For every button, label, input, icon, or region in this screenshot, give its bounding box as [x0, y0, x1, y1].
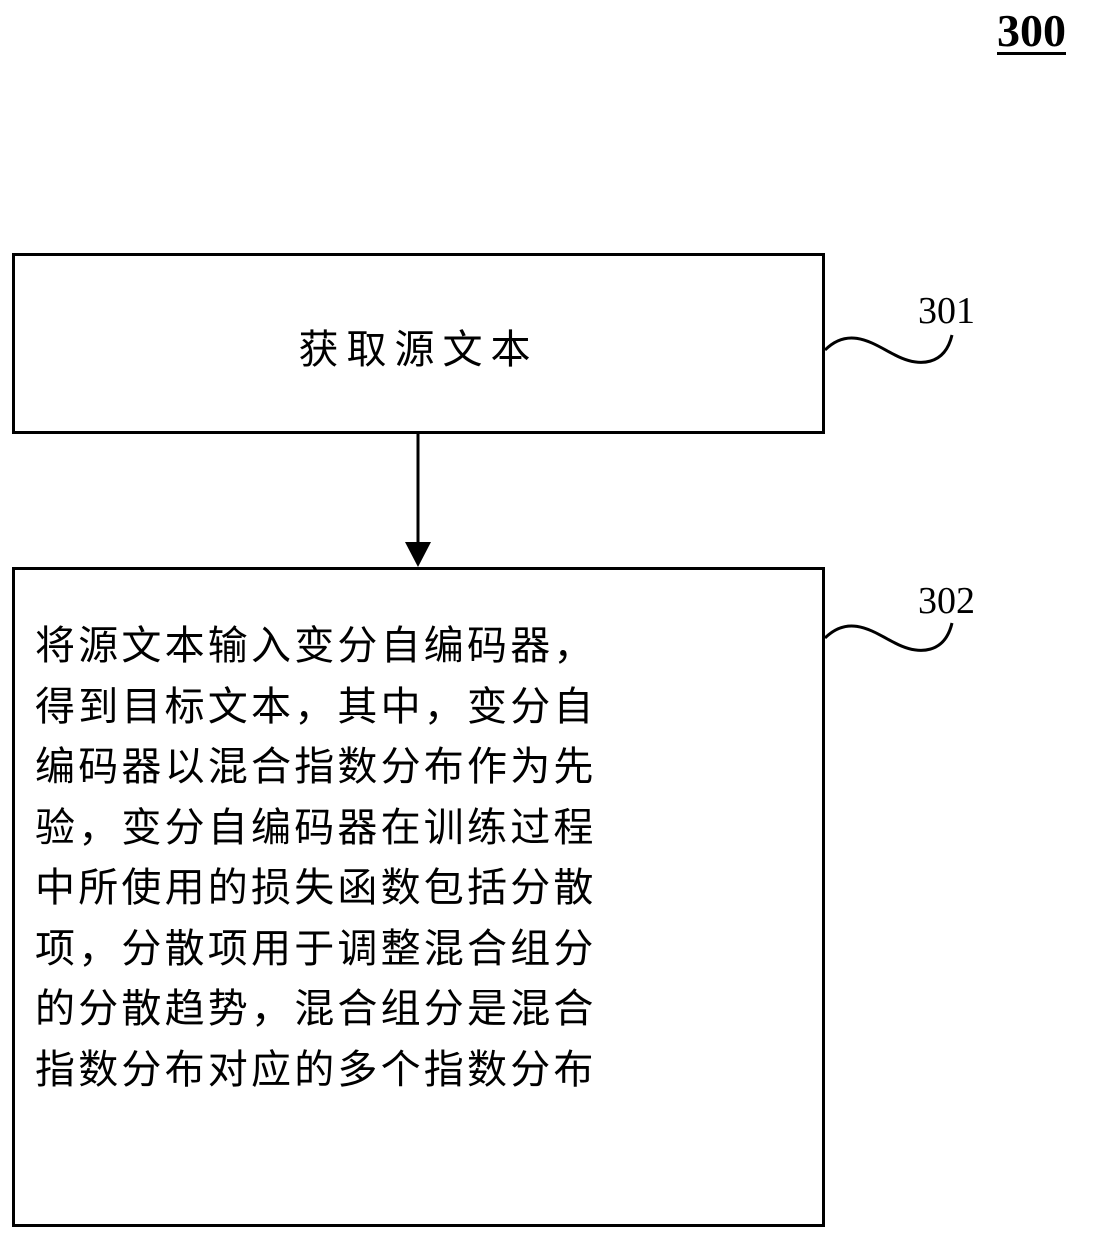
ref-label-301: 301 [918, 290, 975, 332]
step-302-line: 的分散趋势，混合组分是混合 [35, 986, 597, 1032]
step-301-text: 获取源文本 [298, 326, 539, 373]
figure-number: 300 [997, 5, 1066, 56]
step-box-301: 获取源文本 [12, 253, 825, 434]
step-302-line: 验，变分自编码器在训练过程 [35, 804, 597, 851]
step-302-line: 得到目标文本，其中，变分自 [35, 683, 597, 730]
step-302-line: 将源文本输入变分自编码器， [35, 623, 597, 669]
ref-label-302: 302 [918, 580, 975, 622]
leader-line-301 [823, 334, 954, 364]
step-302-text: 将源文本输入变分自编码器， 得到目标文本，其中，变分自 编码器以混合指数分布作为… [35, 616, 815, 1100]
flow-arrow-head [405, 542, 431, 567]
step-302-line: 项，分散项用于调整混合组分 [35, 925, 597, 972]
leader-line-302 [823, 622, 954, 652]
step-302-line: 指数分布对应的多个指数分布 [35, 1046, 597, 1093]
step-box-302: 将源文本输入变分自编码器， 得到目标文本，其中，变分自 编码器以混合指数分布作为… [12, 567, 825, 1227]
step-302-line: 中所使用的损失函数包括分散 [35, 865, 597, 911]
step-302-line: 编码器以混合指数分布作为先 [35, 744, 597, 790]
